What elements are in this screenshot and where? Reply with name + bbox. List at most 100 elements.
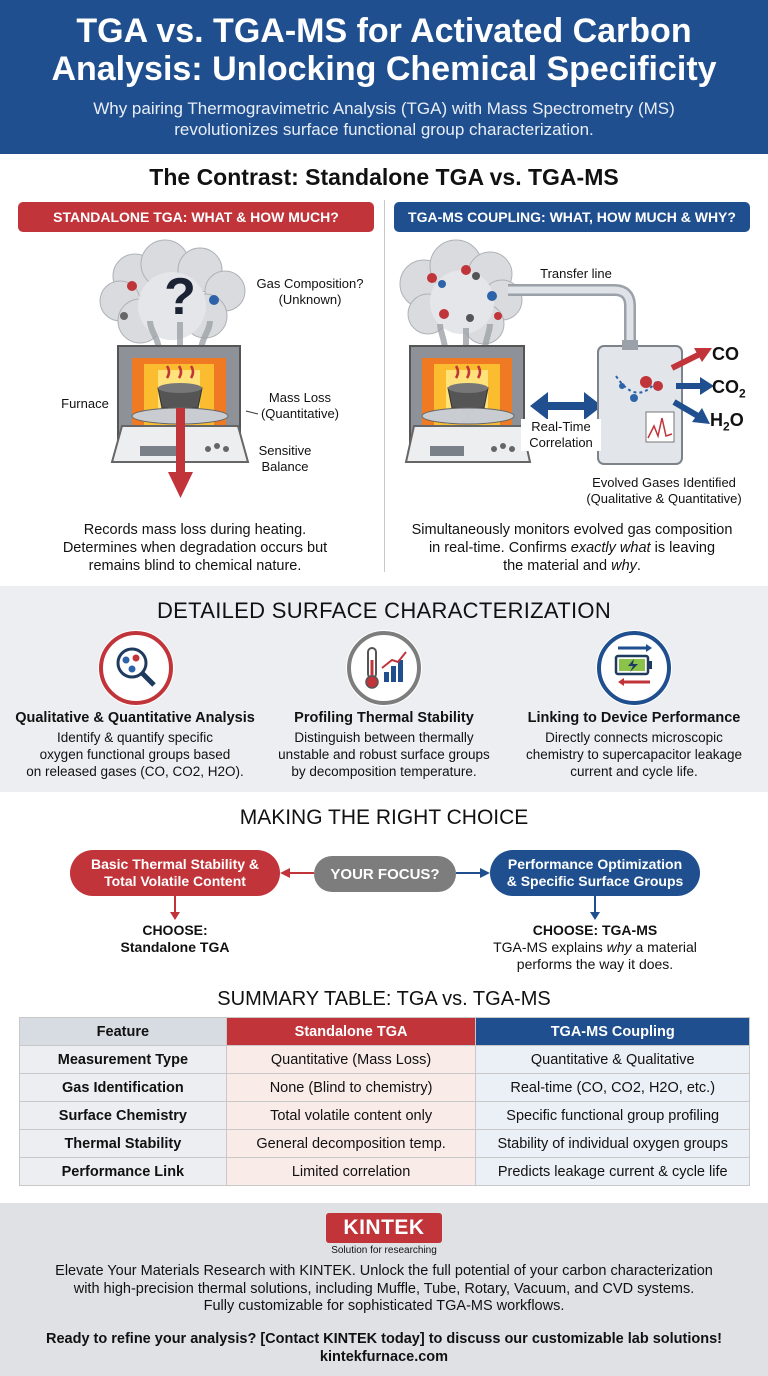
gas-h2o-h: H bbox=[710, 410, 723, 430]
gas-composition-line-1: Gas Composition? bbox=[256, 276, 364, 291]
tga-description: Records mass loss during heating. Determ… bbox=[20, 521, 370, 575]
table-cell-tga: None (Blind to chemistry) bbox=[225, 1073, 477, 1102]
detailed-heading: DETAILED SURFACE CHARACTERIZATION bbox=[156, 598, 612, 623]
tgams-desc-line-3: the material and why. bbox=[392, 557, 752, 575]
col-stability-l2: unstable and robust surface groups bbox=[278, 747, 490, 762]
thermometer-chart-icon bbox=[346, 630, 422, 706]
choose-tga: CHOOSE: Standalone TGA bbox=[90, 922, 260, 956]
performance-focus-line-2: & Specific Surface Groups bbox=[506, 873, 684, 889]
table-cell-tga: General decomposition temp. bbox=[225, 1129, 477, 1158]
tga-desc-line-3: remains blind to chemical nature. bbox=[88, 558, 302, 574]
choice-heading: MAKING THE RIGHT CHOICE bbox=[239, 806, 529, 829]
table-cell-tgams: Predicts leakage current & cycle life bbox=[475, 1157, 750, 1186]
kintek-logo[interactable]: KINTEK bbox=[326, 1213, 442, 1243]
transfer-line-label: Transfer line bbox=[540, 266, 612, 281]
footer-text-line-1: Elevate Your Materials Research with KIN… bbox=[55, 1263, 713, 1279]
page-subtitle: Why pairing Thermogravimetric Analysis (… bbox=[40, 98, 728, 140]
gas-h2o-o: O bbox=[729, 410, 744, 430]
subtitle-line-2: revolutionizes surface functional group … bbox=[174, 120, 594, 139]
battery-icon bbox=[596, 630, 672, 706]
tgams-desc-3c: . bbox=[636, 558, 641, 574]
tga-desc-line-2: Determines when degradation occurs but bbox=[62, 540, 328, 556]
table-cell-tga: Quantitative (Mass Loss) bbox=[225, 1045, 477, 1074]
choose-tga-line-2: Standalone TGA bbox=[120, 939, 230, 955]
double-arrow-icon bbox=[530, 392, 602, 420]
col-performance-desc: Directly connects microscopic chemistry … bbox=[506, 729, 762, 780]
gas-h2o-label: H2O bbox=[710, 410, 744, 434]
footer-description: Elevate Your Materials Research with KIN… bbox=[20, 1263, 748, 1316]
mass-loss-line-2: (Quantitative) bbox=[260, 406, 340, 421]
footer-text-line-2: with high-precision thermal solutions, i… bbox=[73, 1280, 695, 1297]
subtitle-line-1: Why pairing Thermogravimetric Analysis (… bbox=[93, 99, 675, 118]
summary-table: Feature Standalone TGA TGA-MS Coupling M… bbox=[19, 1017, 750, 1186]
gas-composition-line-2: (Unknown) bbox=[278, 292, 342, 307]
magnifier-molecule-icon bbox=[98, 630, 174, 706]
col-performance-l2: chemistry to supercapacitor leakage bbox=[525, 747, 743, 762]
choose-tgams-line-1: CHOOSE: TGA-MS bbox=[532, 922, 658, 938]
table-header-feature: Feature bbox=[19, 1017, 227, 1046]
arrow-down-icon bbox=[168, 408, 193, 498]
table-cell-tgams: Specific functional group profiling bbox=[475, 1101, 750, 1130]
table-row: Surface Chemistry Total volatile content… bbox=[19, 1101, 750, 1130]
gas-co2-subscript: 2 bbox=[739, 386, 746, 401]
table-cell-feature: Gas Identification bbox=[19, 1073, 227, 1102]
table-header-row: Feature Standalone TGA TGA-MS Coupling bbox=[19, 1017, 750, 1046]
basic-focus-line-2: Total Volatile Content bbox=[104, 873, 246, 889]
website-link[interactable]: kintekfurnace.com bbox=[319, 1349, 449, 1365]
col-performance-title: Linking to Device Performance bbox=[527, 710, 741, 726]
table-cell-feature: Surface Chemistry bbox=[19, 1101, 227, 1130]
tgams-desc-line-2: in real-time. Confirms exactly what is l… bbox=[392, 539, 752, 557]
realtime-correlation-label: Real-Time Correlation bbox=[521, 419, 601, 451]
table-heading: SUMMARY TABLE: TGA vs. TGA-MS bbox=[217, 988, 551, 1010]
choose-tga-line-1: CHOOSE: bbox=[142, 922, 208, 938]
mass-loss-label: Mass Loss (Quantitative) bbox=[250, 390, 350, 422]
basic-focus-pill: Basic Thermal Stability &Total Volatile … bbox=[70, 850, 280, 896]
col-stability-desc: Distinguish between thermally unstable a… bbox=[256, 729, 512, 780]
balance-line-1: Sensitive bbox=[258, 443, 312, 458]
col-qualitative-title: Qualitative & Quantitative Analysis bbox=[15, 710, 255, 726]
mass-spectrometer-icon bbox=[597, 340, 683, 465]
table-cell-tgams: Quantitative & Qualitative bbox=[475, 1045, 750, 1074]
tgams-panel-title: TGA-MS COUPLING: WHAT, HOW MUCH & WHY? bbox=[394, 202, 750, 232]
tgams-desc-3a: the material and bbox=[503, 558, 612, 574]
gas-h2o-subscript: 2 bbox=[723, 419, 730, 434]
gas-co2-label: CO2 bbox=[712, 377, 746, 401]
contact-cta-link[interactable]: Ready to refine your analysis? [Contact … bbox=[46, 1331, 722, 1347]
choose-tgams-2c: a material bbox=[631, 939, 697, 955]
tga-illustration: ? bbox=[99, 239, 259, 498]
performance-focus-pill: Performance Optimization& Specific Surfa… bbox=[490, 850, 700, 896]
tgams-desc-2b: exactly what bbox=[570, 540, 651, 556]
title-line-1: TGA vs. TGA-MS for Activated Carbon bbox=[76, 12, 692, 50]
page-title: TGA vs. TGA-MS for Activated Carbon Anal… bbox=[0, 12, 768, 88]
choose-tgams-2a: TGA-MS explains bbox=[493, 939, 607, 955]
table-row: Gas Identification None (Blind to chemis… bbox=[19, 1073, 750, 1102]
panel-divider bbox=[384, 200, 385, 572]
question-cloud-icon bbox=[99, 239, 246, 344]
table-row: Thermal Stability General decomposition … bbox=[19, 1129, 750, 1158]
col-stability-title: Profiling Thermal Stability bbox=[294, 710, 474, 726]
basic-focus-line-1: Basic Thermal Stability & bbox=[90, 856, 260, 872]
realtime-line-2: Correlation bbox=[529, 435, 593, 450]
footer-text-line-3: Fully customizable for sophisticated TGA… bbox=[203, 1298, 565, 1314]
balance-icon-ms bbox=[404, 383, 532, 463]
tga-desc-line-1: Records mass loss during heating. bbox=[83, 522, 307, 538]
choice-connectors bbox=[170, 868, 600, 920]
col-performance-l3: current and cycle life. bbox=[570, 764, 698, 779]
question-mark: ? bbox=[164, 268, 196, 326]
evolved-line-1: Evolved Gases Identified bbox=[592, 475, 736, 490]
col-qualitative-l3: on released gases (CO, CO2, H2O). bbox=[26, 764, 244, 779]
col-qualitative-l2: oxygen functional groups based bbox=[39, 747, 231, 762]
choose-tgams: CHOOSE: TGA-MS TGA-MS explains why a mat… bbox=[470, 922, 720, 973]
tga-panel-title: STANDALONE TGA: WHAT & HOW MUCH? bbox=[18, 202, 374, 232]
table-cell-tgams: Stability of individual oxygen groups bbox=[475, 1129, 750, 1158]
evolved-line-2: (Qualitative & Quantitative) bbox=[586, 491, 742, 506]
tgams-description: Simultaneously monitors evolved gas comp… bbox=[392, 521, 752, 575]
table-cell-feature: Performance Link bbox=[19, 1157, 227, 1186]
table-header-tga: Standalone TGA bbox=[225, 1017, 477, 1046]
realtime-line-1: Real-Time bbox=[531, 419, 591, 434]
your-focus-pill: YOUR FOCUS? bbox=[314, 856, 456, 892]
gas-co2-text: CO bbox=[712, 377, 739, 397]
col-performance-l1: Directly connects microscopic bbox=[545, 730, 723, 745]
choose-tgams-2b: why bbox=[606, 939, 632, 955]
balance-icon bbox=[110, 383, 250, 463]
